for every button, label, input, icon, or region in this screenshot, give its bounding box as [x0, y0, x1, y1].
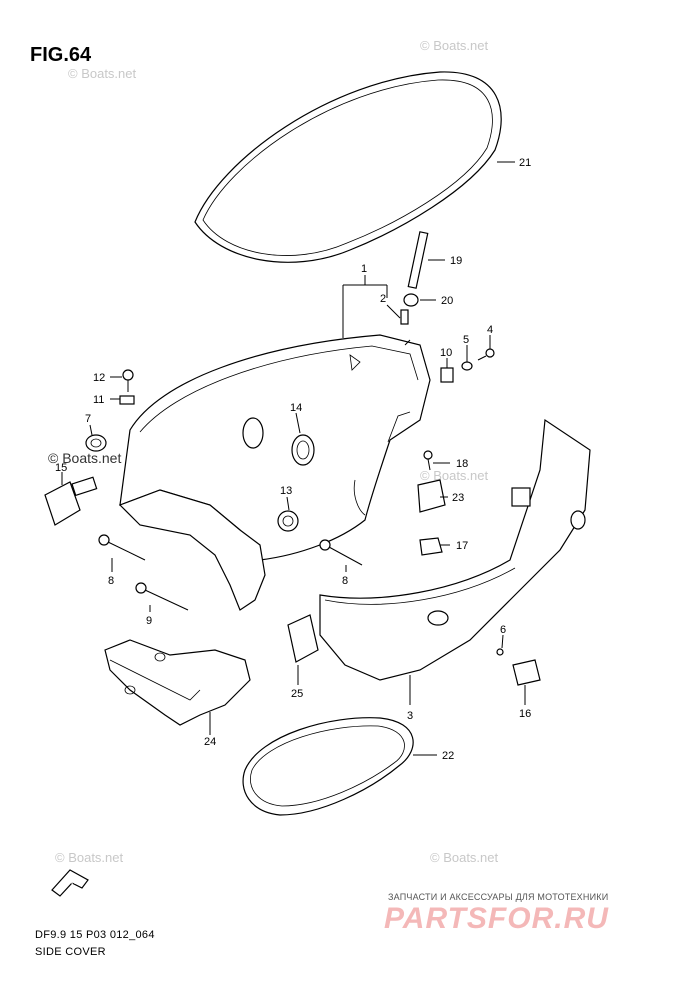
callout: 10: [440, 347, 452, 359]
callout: 8: [342, 575, 348, 587]
bolt-long: [98, 534, 146, 561]
callout: 9: [146, 615, 152, 627]
figure-name: SIDE COVER: [35, 946, 106, 958]
rubber-mount: [419, 537, 443, 556]
ad-tagline: ЗАПЧАСТИ И АКСЕССУАРЫ ДЛЯ МОТОТЕХНИКИ: [388, 892, 609, 902]
bolt-long: [319, 539, 363, 566]
callout: 12: [93, 372, 105, 384]
knob: [512, 659, 541, 686]
figure-title: FIG.64: [30, 44, 92, 66]
callout: 3: [407, 710, 413, 722]
callout: 11: [93, 394, 104, 406]
pin: [496, 648, 504, 656]
callout: 18: [456, 458, 468, 470]
callout: 2: [380, 293, 386, 305]
bolt: [477, 348, 495, 361]
callout: 14: [290, 402, 302, 414]
nut-plate: [119, 395, 135, 405]
side-cover-right: [319, 418, 591, 681]
callout: 20: [441, 295, 453, 307]
callout: 8: [108, 575, 114, 587]
lower-bracket: [104, 639, 251, 726]
fwd-arrow: FWD: [51, 869, 89, 897]
callout: 1: [361, 263, 367, 275]
watermark: © Boats.net: [420, 38, 489, 53]
screw-small: [122, 369, 134, 392]
pad: [287, 614, 319, 663]
bolt-extra-long: [135, 582, 189, 611]
seal-ring-top: [194, 71, 502, 263]
watermark: © Boats.net: [420, 468, 489, 483]
figure-code: DF9.9 15 P03 012_064: [35, 929, 155, 941]
grommet: [400, 293, 419, 325]
callout: 17: [456, 540, 468, 552]
screw: [423, 450, 433, 471]
ad-logo: PARTSFOR.RU: [384, 902, 609, 935]
watermark: © Boats.net: [55, 850, 124, 865]
callout: 21: [519, 157, 531, 169]
nut-clip: [440, 367, 454, 383]
watermark: © Boats.net: [430, 850, 499, 865]
grommet-ring: [85, 434, 107, 452]
callout: 7: [85, 413, 91, 425]
watermark: © Boats.net: [68, 66, 137, 81]
side-cover-main: [119, 334, 431, 561]
callout: 19: [450, 255, 462, 267]
callout: 5: [463, 334, 469, 346]
callout: 24: [204, 736, 216, 748]
fwd-label: FWD: [66, 879, 82, 886]
callout: 6: [500, 624, 506, 636]
cover-bracket: [118, 489, 266, 611]
rod: [407, 231, 429, 289]
callout: 13: [280, 485, 292, 497]
plug: [44, 476, 98, 526]
callout: 15: [55, 462, 67, 474]
seal-ring-bottom: [242, 717, 414, 816]
callout: 22: [442, 750, 454, 762]
callout: 23: [452, 492, 464, 504]
callout: 25: [291, 688, 303, 700]
callout: 4: [487, 324, 493, 336]
watermark: © Boats.net: [48, 450, 121, 466]
washer: [461, 361, 473, 371]
clip: [417, 479, 446, 513]
callout: 16: [519, 708, 531, 720]
